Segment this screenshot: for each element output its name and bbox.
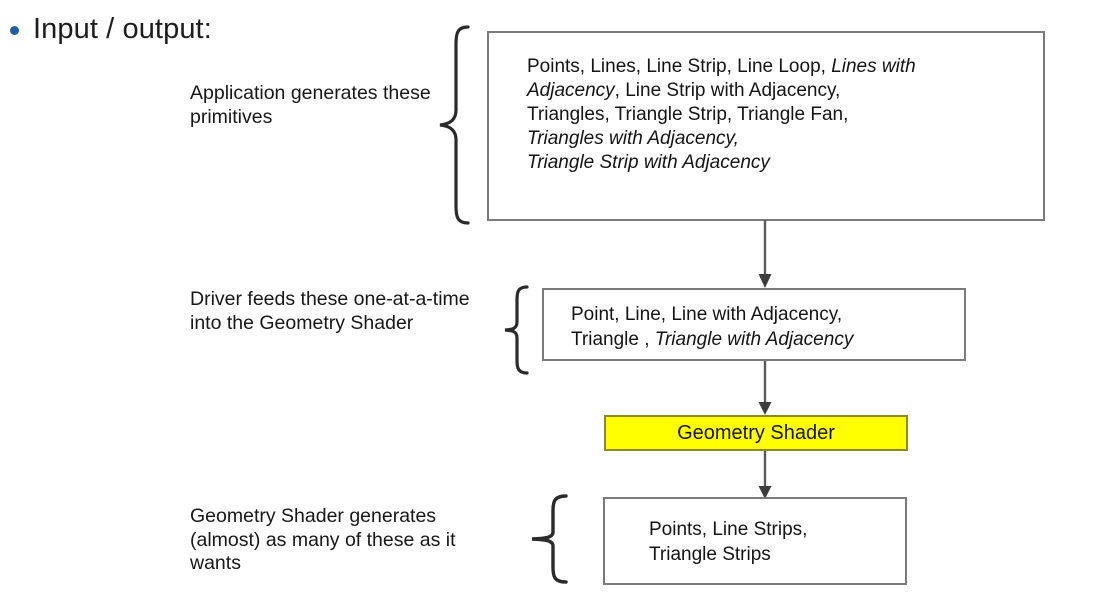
page-title: Input / output: [33,13,212,45]
application-primitives-text: Points, Lines, Line Strip, Line Loop, Li… [527,56,916,173]
geometry-shader-stage-label: Geometry Shader [677,422,835,444]
title-bullet-row: Input / output: [10,12,212,46]
arrow-gs-input-to-gs-stage-icon [758,361,772,415]
arrow-gs-stage-to-gs-output-icon [758,451,772,499]
geometry-shader-stage-box: Geometry Shader [604,415,908,451]
brace-geometry-shader-output-icon [531,494,568,584]
geometry-shader-output-text: Points, Line Strips,Triangle Strips [649,519,808,565]
geometry-shader-input-text: Point, Line, Line with Adjacency,Triangl… [571,304,854,350]
geometry-shader-input-box: Point, Line, Line with Adjacency,Triangl… [542,288,966,361]
caption-application-primitives: Application generates these primitives [190,82,431,128]
brace-driver-gs-input-icon [504,285,529,375]
caption-driver-feeds: Driver feeds these one-at-a-time into th… [190,288,470,334]
bullet-dot-icon [10,26,19,35]
geometry-shader-output-box: Points, Line Strips,Triangle Strips [603,497,907,585]
brace-application-primitives-icon [439,25,470,225]
caption-geometry-shader-output: Geometry Shader generates (almost) as ma… [190,505,456,574]
application-primitives-box: Points, Lines, Line Strip, Line Loop, Li… [487,31,1045,221]
arrow-primitives-to-gs-input-icon [758,220,772,288]
